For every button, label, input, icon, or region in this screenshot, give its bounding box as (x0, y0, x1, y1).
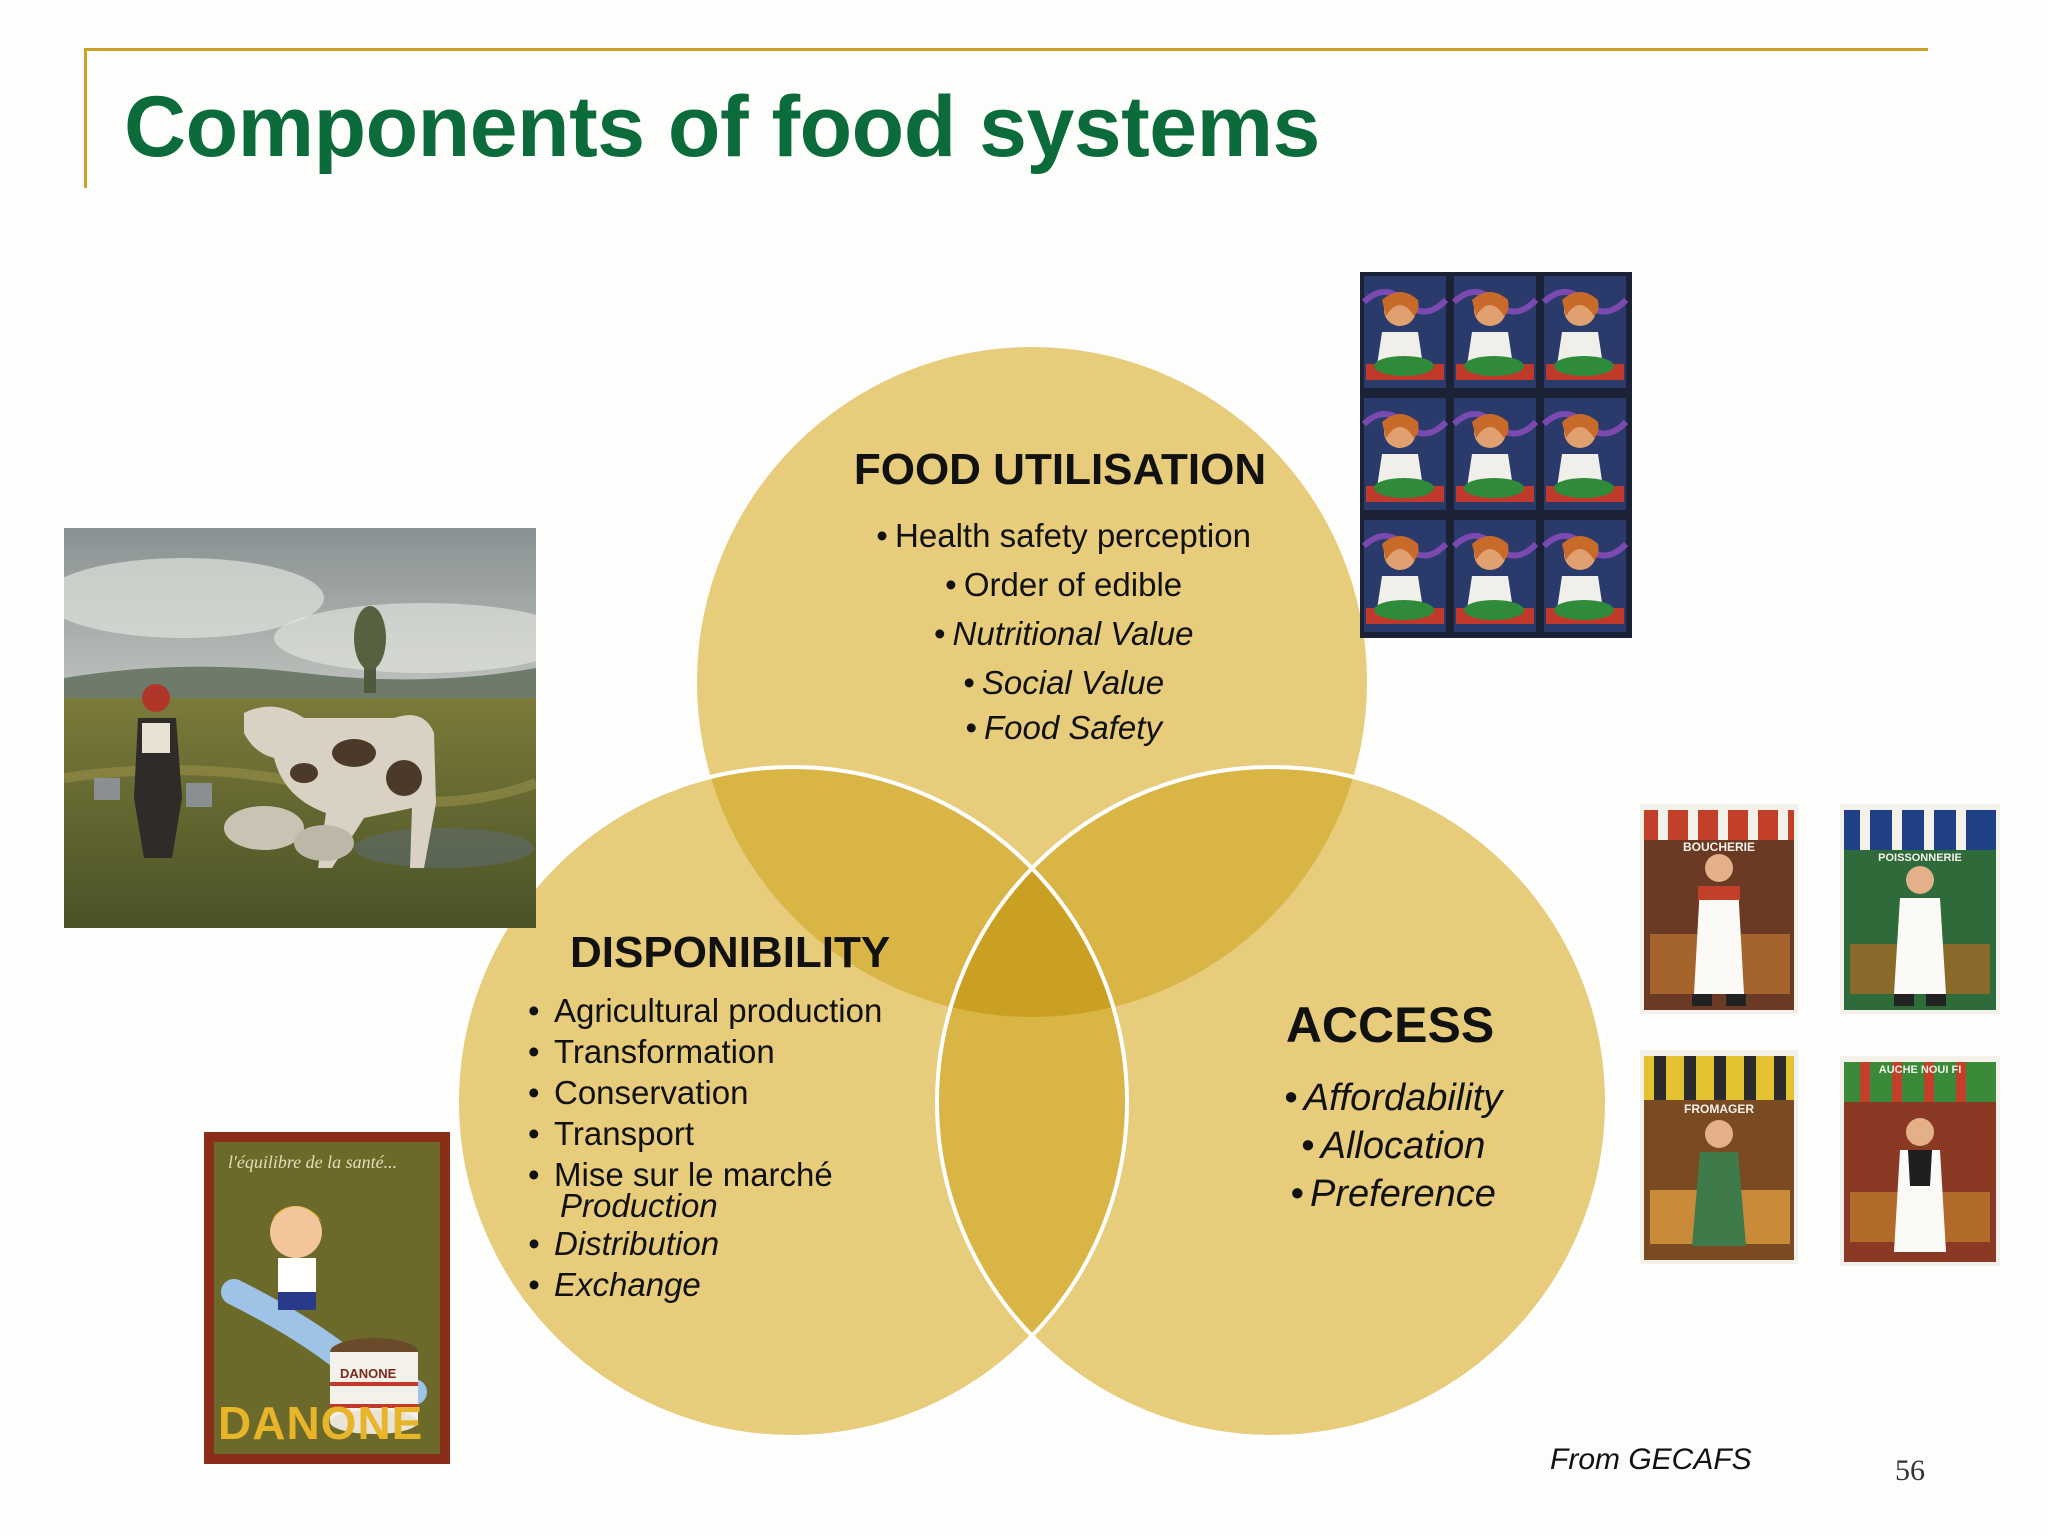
poster-brand: DANONE (218, 1397, 424, 1449)
access-list: •Affordability •Allocation •Preference (1240, 1074, 1540, 1218)
fishmonger-sign: POISSONNERIE (1878, 852, 1962, 864)
list-item: •Allocation (1300, 1125, 1486, 1167)
overlap-utilisation-access (937, 767, 1367, 1017)
butcher-shop-image: BOUCHERIE (1640, 804, 1798, 1014)
poster-jar-label: DANONE (340, 1366, 397, 1381)
cheese-shop-sign: FROMAGER (1684, 1102, 1754, 1116)
farm-painting-image (64, 528, 536, 928)
list-item: Production (560, 1187, 718, 1224)
list-item: •Transport (528, 1115, 694, 1152)
list-item: •Mise sur le marché (528, 1156, 833, 1193)
list-item: •Conservation (528, 1074, 749, 1111)
butcher-sign: BOUCHERIE (1682, 840, 1755, 854)
food-utilisation-heading: FOOD UTILISATION (853, 445, 1267, 494)
list-item: •Affordability (1284, 1077, 1503, 1119)
cheese-shop-image: FROMAGER (1640, 1050, 1798, 1264)
disponibility-text: DISPONIBILITY •Agricultural production •… (528, 928, 948, 1305)
source-citation: From GECAFS (1550, 1443, 1752, 1476)
list-item: •Health safety perception (876, 517, 1251, 554)
food-utilisation-list: •Health safety perception •Order of edib… (820, 511, 1300, 748)
list-item: •Nutritional Value (933, 615, 1194, 652)
fishmonger-shop-image: POISSONNERIE (1840, 804, 2000, 1014)
list-item: •Exchange (528, 1266, 701, 1303)
list-item: •Social Value (963, 664, 1165, 701)
circle-outline-disponibility (455, 765, 1129, 1439)
poster-tagline: l'équilibre de la santé... (228, 1152, 398, 1172)
list-item: •Preference (1290, 1173, 1496, 1215)
list-item: •Transformation (528, 1033, 775, 1070)
disponibility-list: •Agricultural production •Transformation… (528, 990, 948, 1305)
list-item: •Agricultural production (528, 992, 883, 1029)
list-item: •Distribution (528, 1225, 720, 1262)
list-item: •Food Safety (965, 709, 1162, 746)
salad-painting-grid-image (1360, 272, 1632, 638)
title-rule-left (84, 48, 87, 188)
access-heading: ACCESS (1285, 997, 1495, 1053)
disponibility-heading: DISPONIBILITY (570, 928, 891, 977)
overlap-utilisation-disponibility (697, 767, 1127, 1017)
title-rule-top (84, 48, 1928, 51)
slide-title: Components of food systems (124, 79, 1320, 175)
food-utilisation-text: FOOD UTILISATION •Health safety percepti… (820, 445, 1300, 748)
access-text: ACCESS •Affordability •Allocation •Prefe… (1240, 996, 1540, 1218)
circle-outline-access (935, 765, 1609, 1439)
danone-poster-image: l'équilibre de la santé... DANONE DANONE (204, 1132, 450, 1464)
list-item: •Order of edible (945, 566, 1183, 603)
charcuterie-sign: AUCHE NOUI FI (1878, 1064, 1962, 1076)
page-number: 56 (1895, 1454, 1925, 1487)
charcuterie-shop-image: AUCHE NOUI FI (1840, 1056, 2000, 1266)
